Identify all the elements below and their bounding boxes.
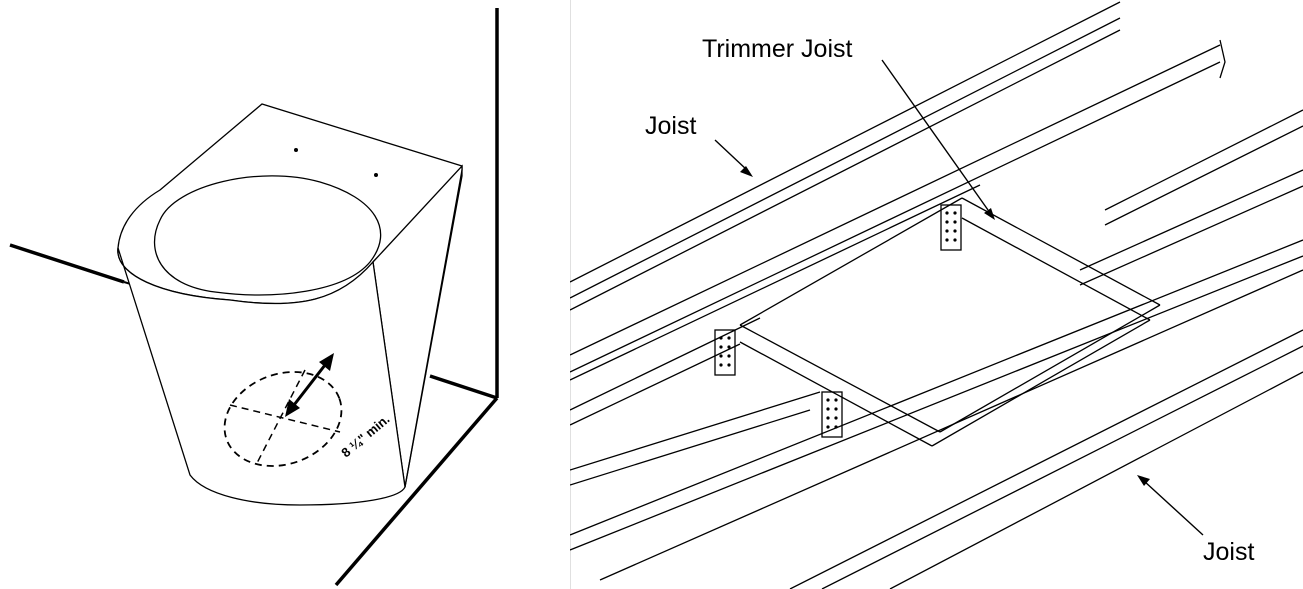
clearance-dimension-arrow [285,353,334,417]
trimmer-joist-label: Trimmer Joist [702,35,853,63]
toilet-body [117,103,463,506]
joist-middle-1 [570,109,1303,426]
floor-line-right [334,396,499,587]
seat-opening [153,175,382,296]
bolt-hole-right [374,173,378,177]
joist-bottom-1 [570,239,1303,581]
flange-circle [223,371,343,467]
joist-middle-2 [570,169,1303,486]
joist-hanger-top [940,204,962,251]
toilet-diagram-canvas: 8 ¼" min. [9,8,499,587]
joist-top-2 [570,39,1226,381]
joist-diagram-canvas: Trimmer Joist Joist Joist [570,0,1303,589]
joist-bottom-2 [789,329,1303,589]
joist-top-leader [714,139,753,177]
joist-bottom-leader [1137,475,1204,536]
toilet-clearance-diagram: 8 ¼" min. [0,0,560,589]
floor-joist-framing-diagram: Trimmer Joist Joist Joist [560,0,1303,589]
wall-floor-line-right [429,374,498,400]
wall-floor-line-left [9,243,125,284]
joist-hanger-middle [821,391,843,438]
joist-hanger-holes [719,211,957,429]
joist-hanger-left [714,329,736,376]
bolt-hole-left [294,148,298,152]
flange-centerline-horizontal [229,404,341,433]
joist-top-1 [570,1,1121,311]
joist-top-label: Joist [645,112,696,140]
floor-opening [739,197,1161,447]
trimmer-joist-leader [881,59,995,220]
flange-centerline-vertical [255,369,306,466]
joist-bottom-label: Joist [1203,538,1254,566]
